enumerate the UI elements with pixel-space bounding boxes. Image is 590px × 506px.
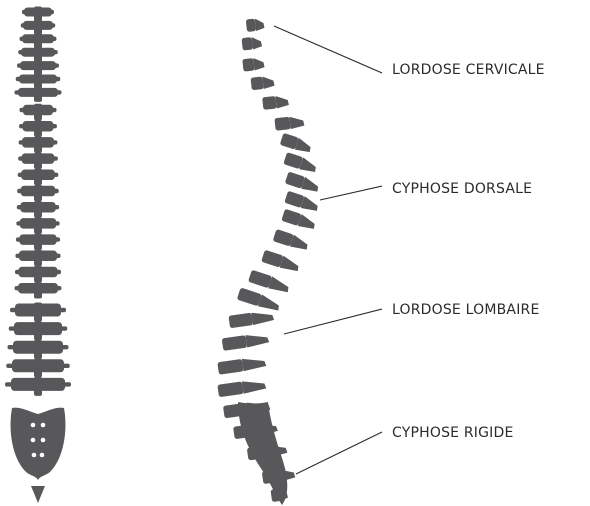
vertebra-side-12 — [273, 229, 310, 252]
vertebral-body-side-14 — [248, 270, 272, 288]
sacral-foramen-3 — [31, 438, 36, 443]
transverse-process-front-15 — [16, 221, 59, 225]
label-lordose-cervicale: LORDOSE CERVICALE — [392, 62, 545, 78]
label-lordose-lombaire: LORDOSE LOMBAIRE — [392, 302, 540, 318]
vertebral-body-side-19 — [217, 381, 243, 397]
sacrum-front — [11, 408, 66, 480]
vertebra-side-19 — [217, 378, 266, 397]
leader-lines — [274, 26, 382, 474]
vertebral-body-side-18 — [217, 359, 243, 375]
spinous-process-side-18 — [242, 356, 267, 372]
sacral-foramen-6 — [40, 453, 45, 458]
transverse-process-front-16 — [16, 237, 60, 241]
vertebra-side-8 — [283, 152, 318, 174]
spine-side-view — [217, 18, 320, 505]
sacral-foramen-1 — [31, 423, 36, 428]
vertebral-body-side-5 — [262, 96, 277, 110]
leader-line-4 — [296, 432, 382, 474]
coccyx-front — [31, 486, 45, 503]
vertebral-body-side-9 — [285, 171, 305, 188]
transverse-process-front-18 — [15, 270, 61, 274]
vertebra-side-13 — [261, 250, 301, 274]
vertebral-body-side-11 — [281, 209, 301, 226]
transverse-process-front-10 — [19, 140, 58, 144]
sacral-foramen-5 — [32, 453, 37, 458]
transverse-process-front-23 — [6, 364, 70, 368]
transverse-process-front-4 — [18, 50, 58, 54]
spinous-process-side-5 — [275, 95, 289, 109]
vertebral-body-side-1 — [246, 19, 256, 32]
vertebra-side-9 — [285, 171, 321, 193]
vertebra-side-4 — [251, 75, 275, 90]
transverse-process-front-17 — [15, 254, 60, 258]
vertebral-body-side-3 — [242, 58, 254, 72]
leader-line-3 — [284, 309, 382, 334]
vertebral-body-side-16 — [228, 313, 253, 329]
transverse-process-front-22 — [8, 345, 69, 349]
transverse-process-front-2 — [21, 23, 56, 27]
spinous-process-side-19 — [242, 378, 267, 394]
spinous-process-side-15 — [258, 294, 282, 312]
spinous-process-side-17 — [245, 332, 269, 348]
vertebra-side-1 — [246, 18, 265, 32]
vertebra-side-18 — [217, 356, 266, 375]
spinous-process-side-13 — [280, 256, 301, 274]
label-cyphose-rigide: CYPHOSE RIGIDE — [392, 425, 514, 441]
vertebra-side-11 — [281, 209, 317, 231]
vertebra-side-16 — [228, 310, 274, 329]
transverse-process-front-13 — [17, 189, 59, 193]
spine-front-view — [5, 7, 71, 504]
vertebra-side-5 — [262, 95, 289, 110]
vertebra-side-15 — [237, 288, 282, 313]
transverse-process-front-7 — [15, 90, 62, 94]
spinous-process-side-16 — [251, 310, 274, 325]
vertebral-body-side-15 — [237, 288, 262, 307]
leader-line-2 — [320, 186, 382, 200]
transverse-process-front-1 — [22, 10, 54, 14]
spinous-process-side-3 — [253, 57, 265, 71]
transverse-process-front-21 — [9, 326, 68, 330]
spinous-process-side-4 — [262, 75, 274, 89]
spinous-process-side-6 — [289, 115, 304, 129]
vertebra-side-17 — [222, 332, 270, 351]
spinous-process-side-14 — [268, 276, 291, 294]
vertebra-side-10 — [284, 191, 320, 213]
leader-line-1 — [274, 26, 382, 73]
transverse-process-front-11 — [18, 156, 58, 160]
transverse-process-front-12 — [18, 173, 59, 177]
transverse-process-front-6 — [16, 77, 61, 81]
vertebral-body-side-6 — [274, 117, 290, 131]
vertebra-side-2 — [242, 36, 263, 50]
sacrum-side — [238, 402, 287, 505]
transverse-process-front-20 — [10, 308, 66, 312]
vertebra-side-7 — [280, 133, 313, 154]
vertebral-body-side-4 — [251, 77, 264, 91]
sacral-foramen-2 — [41, 423, 46, 428]
vertebral-body-side-12 — [273, 229, 294, 246]
transverse-process-front-19 — [15, 286, 62, 290]
spinous-process-side-1 — [255, 18, 265, 31]
transverse-process-front-9 — [19, 124, 57, 128]
vertebral-body-side-13 — [261, 250, 283, 268]
transverse-process-front-3 — [20, 37, 57, 41]
transverse-process-front-5 — [17, 63, 59, 67]
transverse-process-front-8 — [20, 108, 57, 112]
vertebra-side-14 — [248, 270, 291, 295]
vertebral-body-side-10 — [284, 191, 304, 208]
vertebral-body-side-2 — [242, 37, 253, 50]
label-cyphose-dorsale: CYPHOSE DORSALE — [392, 181, 532, 197]
vertebral-body-side-17 — [222, 335, 248, 351]
vertebra-side-6 — [274, 115, 304, 130]
spinous-process-side-2 — [252, 36, 263, 49]
vertebra-side-3 — [242, 57, 264, 72]
transverse-process-front-14 — [17, 205, 59, 209]
transverse-process-front-24 — [5, 382, 71, 386]
sacral-foramen-4 — [41, 438, 46, 443]
